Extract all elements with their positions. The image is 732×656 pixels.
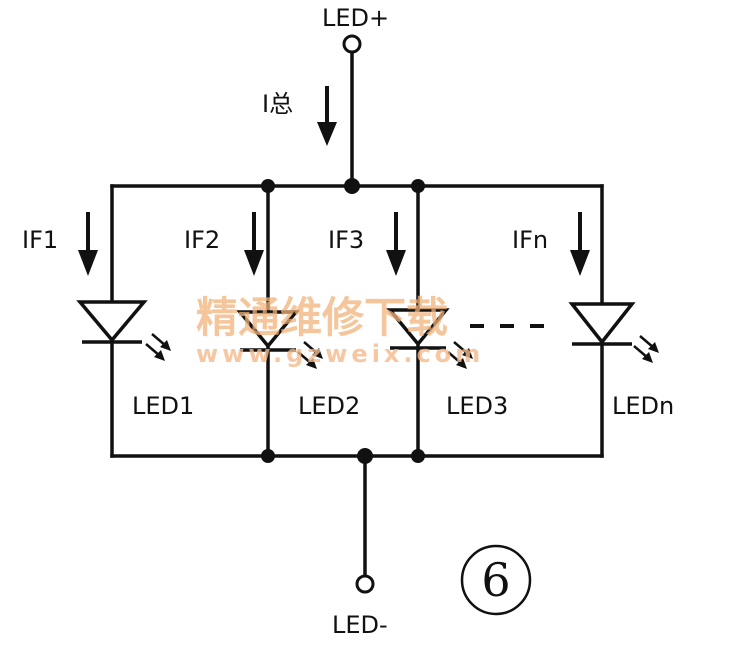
ledn-label: LEDn — [612, 392, 674, 420]
branch-3-current-arrow — [386, 212, 406, 276]
led3-emission-arrows — [447, 341, 473, 369]
branch-2-current-label: IF2 — [184, 226, 220, 254]
junction-node-top-3 — [411, 179, 425, 193]
branch-n-current-label: IFn — [512, 226, 548, 254]
led2-emission-arrows — [297, 341, 323, 369]
junction-node-bottom-2 — [261, 449, 275, 463]
branch-3-current-label: IF3 — [328, 226, 364, 254]
branch-1-current-label: IF1 — [22, 226, 58, 254]
figure-number: 6 — [481, 553, 510, 607]
total-current-arrow — [317, 86, 337, 146]
led2-label: LED2 — [298, 392, 360, 420]
led1-label: LED1 — [132, 392, 194, 420]
junction-node-top-2 — [261, 179, 275, 193]
branch-2-current-arrow — [244, 212, 264, 276]
led1-emission-arrows — [145, 333, 171, 361]
ledn-diode-symbol — [568, 302, 636, 346]
figure-number-badge: 6 — [460, 544, 532, 616]
led-plus-label: LED+ — [322, 4, 389, 32]
led3-label: LED3 — [446, 392, 508, 420]
ledn-emission-arrows — [633, 335, 659, 363]
led-minus-terminal — [355, 574, 375, 594]
led-minus-label: LED- — [332, 611, 388, 639]
branch-n-current-arrow — [570, 212, 590, 276]
branch-1-current-arrow — [78, 212, 98, 276]
watermark-chinese: 精通维修下载 — [196, 293, 448, 342]
led-plus-terminal — [342, 34, 362, 54]
watermark-url: www.gzweix.com — [196, 340, 484, 368]
led2-diode-symbol — [236, 310, 300, 352]
junction-node-bottom-3 — [411, 449, 425, 463]
junction-node-top-supply — [344, 178, 360, 194]
total-current-label: I总 — [262, 90, 293, 118]
led3-diode-symbol — [386, 308, 450, 350]
led1-diode-symbol — [76, 300, 148, 344]
